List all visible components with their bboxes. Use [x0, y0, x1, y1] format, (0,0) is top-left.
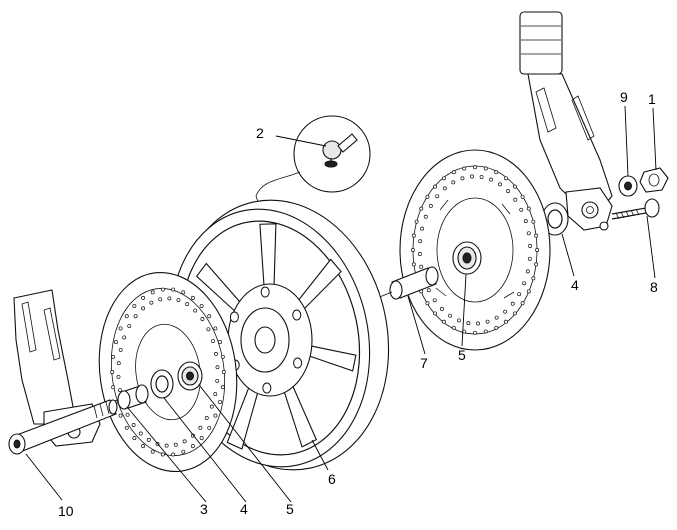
screw-8: [611, 198, 660, 220]
valve-detail-bubble: [255, 115, 371, 203]
callout-4-left: 4: [240, 501, 248, 517]
callout-7: 7: [420, 355, 428, 371]
nut-1: [639, 167, 669, 193]
washer-9: [618, 175, 638, 197]
seal-4-left: [150, 369, 174, 399]
callout-10: 10: [58, 503, 74, 519]
callout-5-right: 5: [458, 347, 466, 363]
bearing-5-left: [177, 361, 203, 391]
callout-8: 8: [650, 279, 658, 295]
spacer-7: [389, 266, 439, 300]
bearing-5-right: [452, 241, 482, 275]
callout-2: 2: [256, 125, 264, 141]
callout-1: 1: [648, 91, 656, 107]
callout-5-left: 5: [286, 501, 294, 517]
leader-lines: [25, 105, 657, 503]
callout-6: 6: [328, 471, 336, 487]
callout-9: 9: [620, 89, 628, 105]
callout-labels: 1 2 3 4 4 5 5 6 7 8 9 10: [58, 89, 658, 519]
wheel-axle-10: [8, 399, 118, 455]
callout-4-right: 4: [571, 277, 579, 293]
callout-3: 3: [200, 501, 208, 517]
spacer-3: [117, 384, 149, 410]
